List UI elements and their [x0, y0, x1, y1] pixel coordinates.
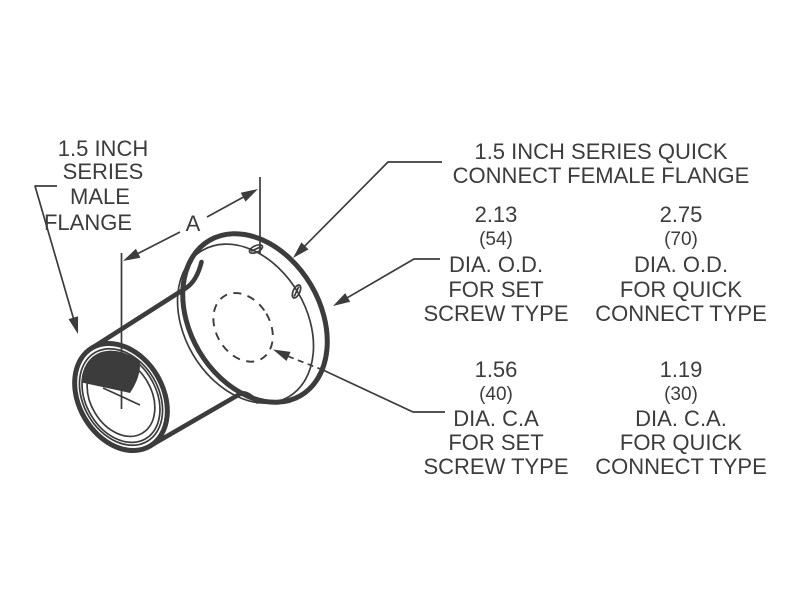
- label-line: CONNECT TYPE: [595, 301, 767, 326]
- label-line: FOR SET: [448, 430, 543, 455]
- leader-line: [34, 185, 76, 323]
- leader-line: [346, 258, 440, 299]
- arrowhead-icon: [123, 248, 141, 261]
- ca-quick-value: 1.19: [660, 357, 703, 382]
- label-line: DIA. O.D.: [449, 252, 543, 277]
- leader-line: [303, 161, 442, 248]
- leader-line: [322, 369, 445, 413]
- label-line: DIA. O.D.: [634, 252, 728, 277]
- label-line: CONNECT FEMALE FLANGE: [453, 163, 750, 188]
- arrowhead-icon: [333, 293, 351, 306]
- screw-head-icon: [248, 243, 264, 255]
- arrowhead-icon: [293, 242, 309, 258]
- dimension-line-upper: [206, 196, 245, 218]
- screw-slot-2: [291, 284, 302, 299]
- od-quick-value: 2.75: [660, 202, 703, 227]
- dimension-a-label: A: [186, 211, 201, 236]
- label-line: FOR SET: [448, 277, 543, 302]
- bore-shadow: [81, 350, 141, 393]
- label-line: 1.5 INCH: [58, 136, 148, 161]
- label-line: DIA. C.A: [453, 406, 539, 431]
- label-male-flange: 1.5 INCH SERIES MALE FLANGE: [44, 136, 148, 235]
- leader-dia-ca: [273, 349, 445, 413]
- leader-male-flange: [34, 185, 79, 334]
- leader-dia-od: [333, 258, 440, 306]
- label-line: CONNECT TYPE: [595, 454, 767, 479]
- label-od-quick-connect: 2.75 (70) DIA. O.D. FOR QUICK CONNECT TY…: [595, 202, 767, 326]
- dimension-line-lower: [136, 231, 181, 255]
- label-line: FOR QUICK: [620, 430, 743, 455]
- arrowhead-icon: [240, 189, 258, 202]
- od-quick-metric: (70): [664, 229, 698, 250]
- tube-top-edge: [89, 259, 204, 351]
- label-line: DIA. C.A.: [635, 406, 727, 431]
- flange-female: [176, 231, 330, 405]
- ca-set-value: 1.56: [475, 357, 518, 382]
- cap-outer-ellipse: [72, 340, 170, 454]
- flange-male-end: [72, 340, 170, 454]
- label-line: SCREW TYPE: [423, 454, 568, 479]
- leader-female-flange: [293, 161, 442, 258]
- od-set-metric: (54): [479, 229, 513, 250]
- label-line: SERIES: [63, 159, 144, 184]
- ca-quick-metric: (30): [664, 384, 698, 405]
- ca-set-metric: (40): [479, 384, 513, 405]
- dimension-a: A: [120, 177, 261, 409]
- label-od-set-screw: 2.13 (54) DIA. O.D. FOR SET SCREW TYPE: [423, 202, 568, 326]
- label-line: MALE: [70, 184, 130, 209]
- hidden-circle-ca: [212, 292, 274, 363]
- screw-slot-line: [293, 286, 300, 297]
- cap-ring-1: [78, 347, 164, 447]
- flange-outer-ellipse: [180, 231, 330, 405]
- label-line: FOR QUICK: [620, 277, 743, 302]
- label-line: SCREW TYPE: [423, 301, 568, 326]
- flange-face-ellipse: [176, 243, 315, 404]
- screw-slot-1: [248, 243, 264, 255]
- od-set-value: 2.13: [475, 202, 518, 227]
- label-ca-quick-connect: 1.19 (30) DIA. C.A. FOR QUICK CONNECT TY…: [595, 357, 767, 479]
- arrowhead-icon: [68, 316, 79, 334]
- leader-line-hidden: [287, 355, 324, 371]
- arrowhead-icon: [273, 349, 291, 361]
- label-line: FLANGE: [44, 210, 132, 235]
- screw-head-icon: [291, 284, 302, 299]
- label-female-flange: 1.5 INCH SERIES QUICK CONNECT FEMALE FLA…: [453, 139, 750, 188]
- label-ca-set-screw: 1.56 (40) DIA. C.A FOR SET SCREW TYPE: [423, 357, 568, 479]
- label-line: 1.5 INCH SERIES QUICK: [474, 139, 727, 164]
